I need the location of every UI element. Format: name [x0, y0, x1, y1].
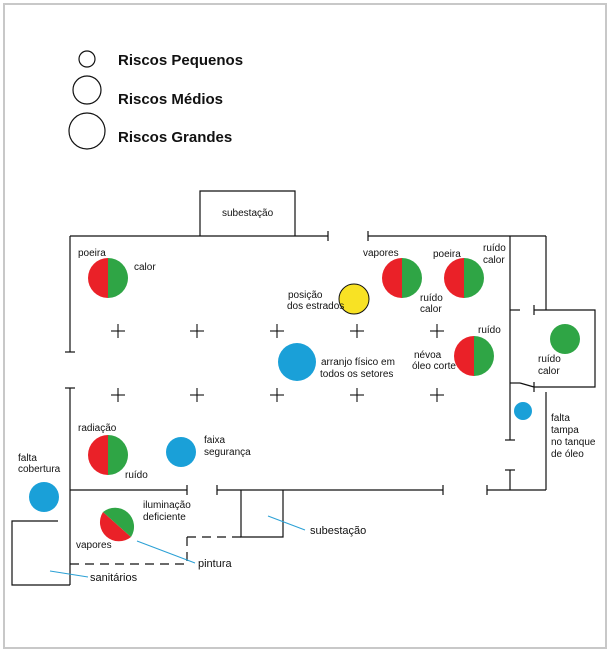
column-marker [430, 388, 444, 402]
label-ruido-c: ruído [538, 354, 561, 365]
floor-plan-walls [11, 190, 596, 586]
label-falta-cobertura-1: falta [18, 453, 37, 464]
label-falta-tampa-1: falta [551, 413, 570, 424]
label-subestacao-top: subestação [222, 208, 274, 219]
wall-substation-bottom [240, 490, 284, 538]
column-markers [111, 324, 444, 402]
legend-medium-circle [72, 75, 102, 105]
risk-arranjo-fisico [278, 343, 316, 381]
label-falta-tampa-4: de óleo [551, 449, 584, 460]
label-posicao: posição [288, 290, 323, 301]
label-calor-c: calor [538, 366, 560, 377]
label-ruido-a: ruído [420, 293, 443, 304]
risk-ruido-calor-room [550, 324, 580, 354]
risk-posicao-estrados [338, 283, 370, 315]
column-marker [350, 324, 364, 338]
label-todos-setores: todos os setores [320, 369, 393, 380]
risk-falta-cobertura [29, 482, 59, 512]
wall-substation-top [199, 190, 296, 236]
map-labels: subestação poeira calor vapores ruído ca… [18, 208, 596, 584]
column-marker [350, 388, 364, 402]
label-calor-a: calor [420, 304, 442, 315]
label-ruido-b: ruído [483, 243, 506, 254]
figure-frame [3, 3, 607, 649]
legend: Riscos Pequenos Riscos Médios Riscos Gra… [68, 50, 243, 150]
leader-sanitarios [49, 570, 89, 578]
risk-poeira-calor [88, 258, 128, 298]
right-room [534, 309, 596, 388]
label-oleo-corte: óleo corte [412, 361, 456, 372]
label-nevoa: névoa [414, 350, 442, 361]
column-marker [111, 324, 125, 338]
label-dos-estrados: dos estrados [287, 301, 344, 312]
leader-pintura [136, 540, 196, 564]
risk-faixa-seguranca [166, 437, 196, 467]
legend-large-label: Riscos Grandes [118, 129, 232, 146]
legend-large-circle [68, 112, 106, 150]
risk-falta-tampa [514, 402, 532, 420]
label-poeira-left: poeira [78, 248, 106, 259]
label-vapores-top: vapores [363, 248, 399, 259]
legend-medium-label: Riscos Médios [118, 91, 223, 108]
label-radiacao: radiação [78, 423, 117, 434]
label-falta-tampa-2: tampa [551, 425, 579, 436]
label-poeira-right: poeira [433, 249, 461, 260]
right-room-diag [519, 382, 535, 388]
risk-vapores-ruido-calor [382, 258, 422, 298]
label-pintura: pintura [198, 558, 233, 570]
risk-radiacao-ruido [88, 435, 128, 475]
risk-nevoa-ruido [454, 336, 494, 376]
label-calor-b: calor [483, 255, 505, 266]
column-marker [111, 388, 125, 402]
column-marker [270, 388, 284, 402]
leader-lines [49, 515, 306, 578]
label-deficiente: deficiente [143, 512, 186, 523]
label-falta-tampa-3: no tanque [551, 437, 596, 448]
legend-small-label: Riscos Pequenos [118, 52, 243, 69]
column-marker [270, 324, 284, 338]
label-ruido-radiacao: ruído [125, 470, 148, 481]
label-arranjo: arranjo físico em [321, 357, 395, 368]
label-sanitarios: sanitários [90, 572, 138, 584]
sanitary-box [11, 520, 70, 586]
label-falta-cobertura-2: cobertura [18, 464, 61, 475]
column-marker [190, 324, 204, 338]
risk-poeira-ruido-calor [444, 258, 484, 298]
label-ruido-nevoa: ruído [478, 325, 501, 336]
label-faixa: faixa [204, 435, 226, 446]
label-iluminacao: iluminação [143, 500, 191, 511]
column-marker [190, 388, 204, 402]
risk-iluminacao-vapores [99, 507, 135, 542]
label-vapores-bottom: vapores [76, 540, 112, 551]
label-subestacao-bottom: subestação [310, 525, 366, 537]
legend-small-circle [78, 50, 96, 68]
column-marker [430, 324, 444, 338]
label-calor-left: calor [134, 262, 156, 273]
label-seguranca: segurança [204, 447, 251, 458]
risk-circles [29, 258, 580, 542]
leader-subestacao [267, 515, 306, 531]
